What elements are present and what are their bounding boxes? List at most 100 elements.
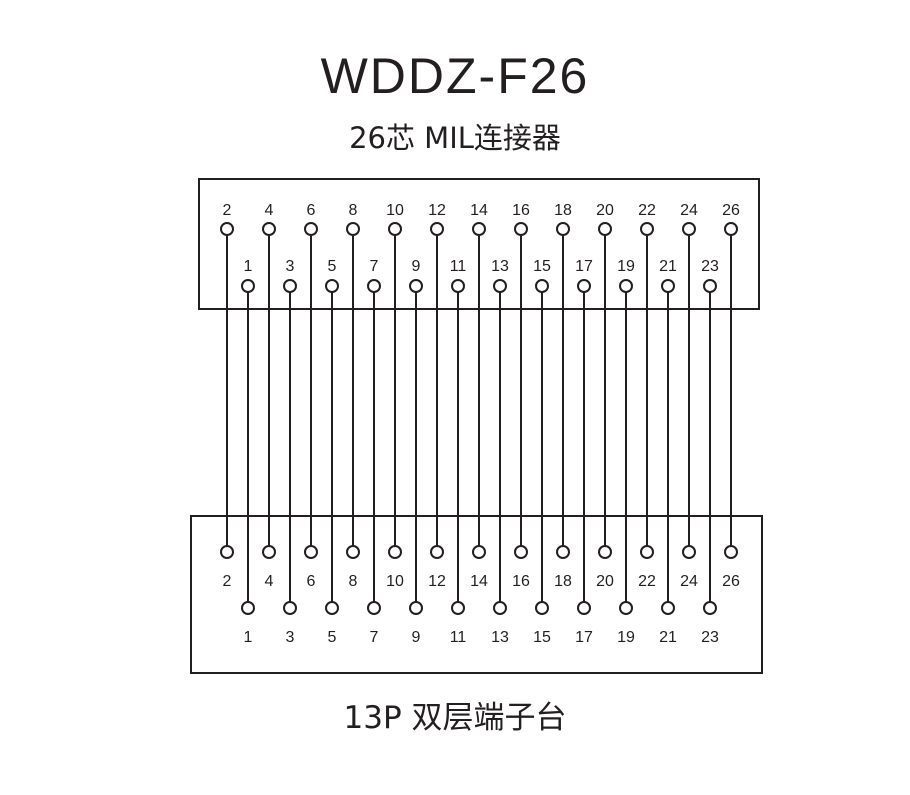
terminal-22 <box>640 545 654 559</box>
diagram-title: WDDZ-F26 <box>320 48 590 104</box>
connector-pin-6 <box>304 222 318 236</box>
mil-connector-box <box>198 178 760 310</box>
pin-group <box>220 222 738 615</box>
connector-pin-label: 20 <box>596 202 614 219</box>
terminal-14 <box>472 545 486 559</box>
terminal-10 <box>388 545 402 559</box>
connector-pin-label: 11 <box>450 258 467 275</box>
connector-pin-label: 3 <box>286 258 295 275</box>
connector-pin-label: 8 <box>349 202 358 219</box>
terminal-17 <box>577 601 591 615</box>
connector-pin-9 <box>409 279 423 293</box>
terminal-26 <box>724 545 738 559</box>
connector-pin-24 <box>682 222 696 236</box>
terminal-label: 6 <box>307 573 316 590</box>
terminal-label: 19 <box>617 629 635 646</box>
terminal-23 <box>703 601 717 615</box>
connector-pin-7 <box>367 279 381 293</box>
wire-group <box>226 229 732 608</box>
terminal-label: 24 <box>680 573 698 590</box>
connector-pin-label: 13 <box>491 258 509 275</box>
terminal-label: 23 <box>701 629 719 646</box>
connector-pin-21 <box>661 279 675 293</box>
connector-pin-15 <box>535 279 549 293</box>
connector-pin-3 <box>283 279 297 293</box>
connector-pin-13 <box>493 279 507 293</box>
terminal-label: 16 <box>512 573 530 590</box>
connector-pin-label: 24 <box>680 202 698 219</box>
terminal-20 <box>598 545 612 559</box>
terminal-21 <box>661 601 675 615</box>
connector-pin-label: 17 <box>575 258 593 275</box>
terminal-8 <box>346 545 360 559</box>
terminal-label: 17 <box>575 629 593 646</box>
connector-pin-label: 26 <box>722 202 740 219</box>
connector-pin-5 <box>325 279 339 293</box>
connector-pin-1 <box>241 279 255 293</box>
terminal-label: 13 <box>491 629 509 646</box>
terminal-7 <box>367 601 381 615</box>
connector-pin-22 <box>640 222 654 236</box>
terminal-label: 9 <box>412 629 421 646</box>
terminal-label: 2 <box>223 573 232 590</box>
connector-pin-label: 6 <box>307 202 316 219</box>
terminal-6 <box>304 545 318 559</box>
connector-pin-label: 14 <box>470 202 488 219</box>
terminal-label: 11 <box>450 629 467 646</box>
terminal-2 <box>220 545 234 559</box>
terminal-block-box <box>190 515 763 674</box>
connector-pin-label: 18 <box>554 202 572 219</box>
terminal-label: 21 <box>659 629 677 646</box>
connector-pin-label: 19 <box>617 258 635 275</box>
connector-pin-12 <box>430 222 444 236</box>
connector-pin-label: 2 <box>223 202 232 219</box>
terminal-4 <box>262 545 276 559</box>
connector-pin-16 <box>514 222 528 236</box>
connector-pin-2 <box>220 222 234 236</box>
terminal-label: 7 <box>370 629 379 646</box>
connector-pin-11 <box>451 279 465 293</box>
connector-label: 26芯 MIL连接器 <box>349 121 561 155</box>
terminal-label: 5 <box>328 629 337 646</box>
connector-pin-18 <box>556 222 570 236</box>
terminal-19 <box>619 601 633 615</box>
connector-pin-17 <box>577 279 591 293</box>
connector-pin-label: 5 <box>328 258 337 275</box>
connector-pin-10 <box>388 222 402 236</box>
terminal-18 <box>556 545 570 559</box>
terminal-label: 10 <box>386 573 404 590</box>
connector-pin-label: 4 <box>265 202 274 219</box>
connector-pin-14 <box>472 222 486 236</box>
connector-pin-label: 10 <box>386 202 404 219</box>
terminal-label: 20 <box>596 573 614 590</box>
connector-pin-label: 1 <box>244 258 253 275</box>
terminal-label: 4 <box>265 573 274 590</box>
connector-pin-label: 23 <box>701 258 719 275</box>
terminal-label: 8 <box>349 573 358 590</box>
connector-pin-label: 15 <box>533 258 551 275</box>
terminal-label: 3 <box>286 629 295 646</box>
terminal-label: 26 <box>722 573 740 590</box>
terminal-label: 22 <box>638 573 656 590</box>
connector-pin-23 <box>703 279 717 293</box>
terminal-5 <box>325 601 339 615</box>
connector-pin-label: 7 <box>370 258 379 275</box>
terminal-label: 18 <box>554 573 572 590</box>
connector-pin-4 <box>262 222 276 236</box>
terminal-15 <box>535 601 549 615</box>
terminal-12 <box>430 545 444 559</box>
connector-pin-8 <box>346 222 360 236</box>
terminal-label: 12 <box>428 573 446 590</box>
terminal-block-label: 13P 双层端子台 <box>343 700 567 736</box>
terminal-label: 15 <box>533 629 551 646</box>
terminal-3 <box>283 601 297 615</box>
terminal-label: 14 <box>470 573 488 590</box>
connector-pin-label: 9 <box>412 258 421 275</box>
terminal-label: 1 <box>244 629 253 646</box>
terminal-1 <box>241 601 255 615</box>
connector-pin-label: 22 <box>638 202 656 219</box>
connector-pin-20 <box>598 222 612 236</box>
connector-pin-label: 16 <box>512 202 530 219</box>
